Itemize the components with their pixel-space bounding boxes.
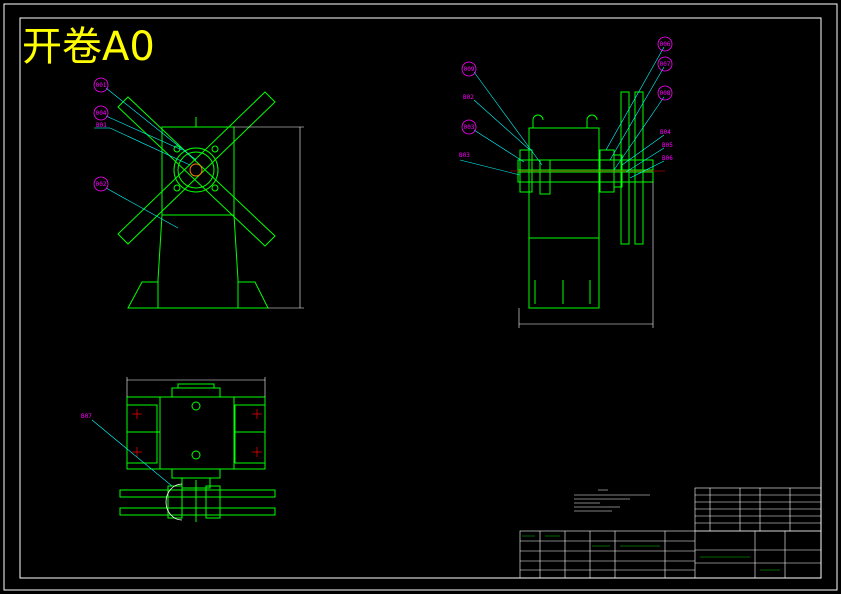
top-view-leader [91,419,173,487]
label-b05: B05 [662,142,673,149]
front-view-balloons: 001 004 002 B01 [93,77,109,192]
label-b02: B02 [463,94,474,101]
top-view-arm-bar-1 [119,489,276,498]
side-view-leaders [459,46,665,179]
front-view-leaders [94,87,197,229]
balloon-002 [93,176,109,192]
label-b04: B04 [660,129,671,136]
label-b07: B07 [81,413,92,420]
balloon-006-label: 006 [660,41,671,48]
front-view-left-foot [127,281,159,309]
balloon-006 [657,36,673,52]
outer-frame [3,3,838,591]
label-b01: B01 [96,122,107,129]
top-view-width-dimension [126,377,266,397]
top-view-arm-bar-2 [119,507,276,516]
front-view-arms [117,91,276,247]
label-b06: B06 [662,155,673,162]
balloon-009-label: 009 [464,66,475,73]
balloon-009 [461,61,477,77]
side-view-body [528,127,600,309]
balloon-004-label: 004 [96,110,107,117]
balloon-001-label: 001 [96,82,107,89]
technical-notes-block [574,489,650,512]
drawing-title: 开卷A0 [22,24,155,70]
balloon-008-label: 008 [660,90,671,97]
balloon-003 [461,119,477,135]
side-view-balloons: 009 003 B02 B03 006 007 008 B04 B05 B06 [459,36,673,162]
label-b03: B03 [459,152,470,159]
top-view [119,383,276,522]
title-block-fill [522,535,780,571]
balloon-003-label: 003 [464,124,475,131]
side-view-shaft [517,159,654,171]
title-block [519,487,822,579]
balloon-004 [93,105,109,121]
front-view-height-dimension [234,126,304,309]
front-view [117,91,276,309]
front-view-right-foot [237,281,269,309]
inner-frame [19,17,822,579]
balloon-002-label: 002 [96,181,107,188]
balloon-008 [657,85,673,101]
side-view-arm-plate-1 [620,91,630,245]
balloon-007 [657,56,673,72]
side-view [517,91,654,309]
balloon-001 [93,77,109,93]
front-view-hub-outer [173,147,219,193]
bom-table [694,487,822,532]
front-view-hub-inner [189,163,203,177]
top-view-body [126,396,266,470]
side-view-width-dimension [518,182,654,328]
front-view-body [157,126,239,309]
balloon-007-label: 007 [660,61,671,68]
top-view-center-marks [132,409,262,457]
